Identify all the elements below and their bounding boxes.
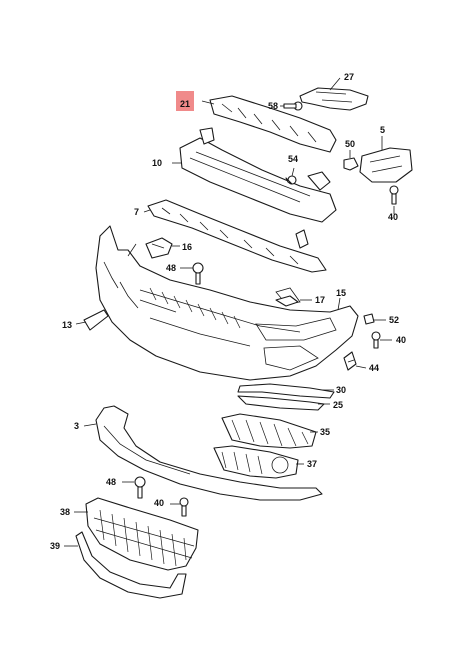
part-25-trim-strip (237, 395, 325, 411)
callout-37: 37 (307, 459, 318, 469)
part-52-clip (363, 313, 375, 325)
part-16-bracket (145, 237, 173, 259)
part-37-foglamp-grille (213, 445, 299, 479)
part-7-lower-beam (147, 199, 327, 273)
callout-44: 44 (369, 363, 380, 373)
part-50-clip (343, 157, 359, 171)
part-15-bumper-cover (95, 225, 359, 381)
callout-50: 50 (345, 139, 356, 149)
callout-10: 10 (152, 158, 163, 168)
callout-35: 35 (320, 427, 331, 437)
callout-30: 30 (336, 385, 347, 395)
part-10-beam (179, 127, 337, 223)
part-58-screw (283, 101, 303, 111)
callout-48-lower: 48 (106, 477, 117, 487)
callout-52: 52 (389, 315, 400, 325)
callout-40-right: 40 (396, 335, 407, 345)
part-40-screw-right (371, 331, 381, 349)
callout-27: 27 (344, 72, 355, 82)
callout-58: 58 (268, 101, 279, 111)
part-48-screw-upper (192, 262, 204, 285)
callout-17: 17 (315, 295, 326, 305)
callout-40-upper: 40 (388, 212, 399, 222)
part-5-side-bracket (359, 147, 413, 183)
part-40-screw-upper (389, 185, 399, 205)
part-30-trim-strip (237, 383, 335, 399)
callout-40-lower: 40 (154, 498, 165, 508)
callout-16: 16 (182, 242, 193, 252)
callout-7: 7 (134, 207, 140, 217)
callout-21: 21 (176, 91, 195, 111)
callout-5: 5 (380, 125, 386, 135)
part-21-absorber (209, 95, 337, 153)
part-38-lower-grille (85, 497, 199, 571)
callout-15: 15 (336, 288, 347, 298)
callout-39: 39 (50, 541, 61, 551)
part-39-trim-lower (75, 531, 187, 599)
callout-3: 3 (74, 421, 80, 431)
leader-lines (64, 77, 395, 547)
part-13-tow-cover (83, 309, 109, 331)
callout-54: 54 (288, 154, 299, 164)
part-44-clip (343, 351, 357, 371)
part-3-spoiler (95, 405, 323, 501)
callout-13: 13 (62, 320, 73, 330)
part-40-screw-lower (179, 497, 189, 517)
part-35-grille (221, 413, 317, 449)
callout-25: 25 (333, 400, 344, 410)
callout-38: 38 (60, 507, 71, 517)
part-17-cap (275, 295, 299, 307)
part-27-bracket (299, 87, 369, 111)
part-48-screw-lower (134, 476, 146, 499)
callout-48-upper: 48 (166, 263, 177, 273)
